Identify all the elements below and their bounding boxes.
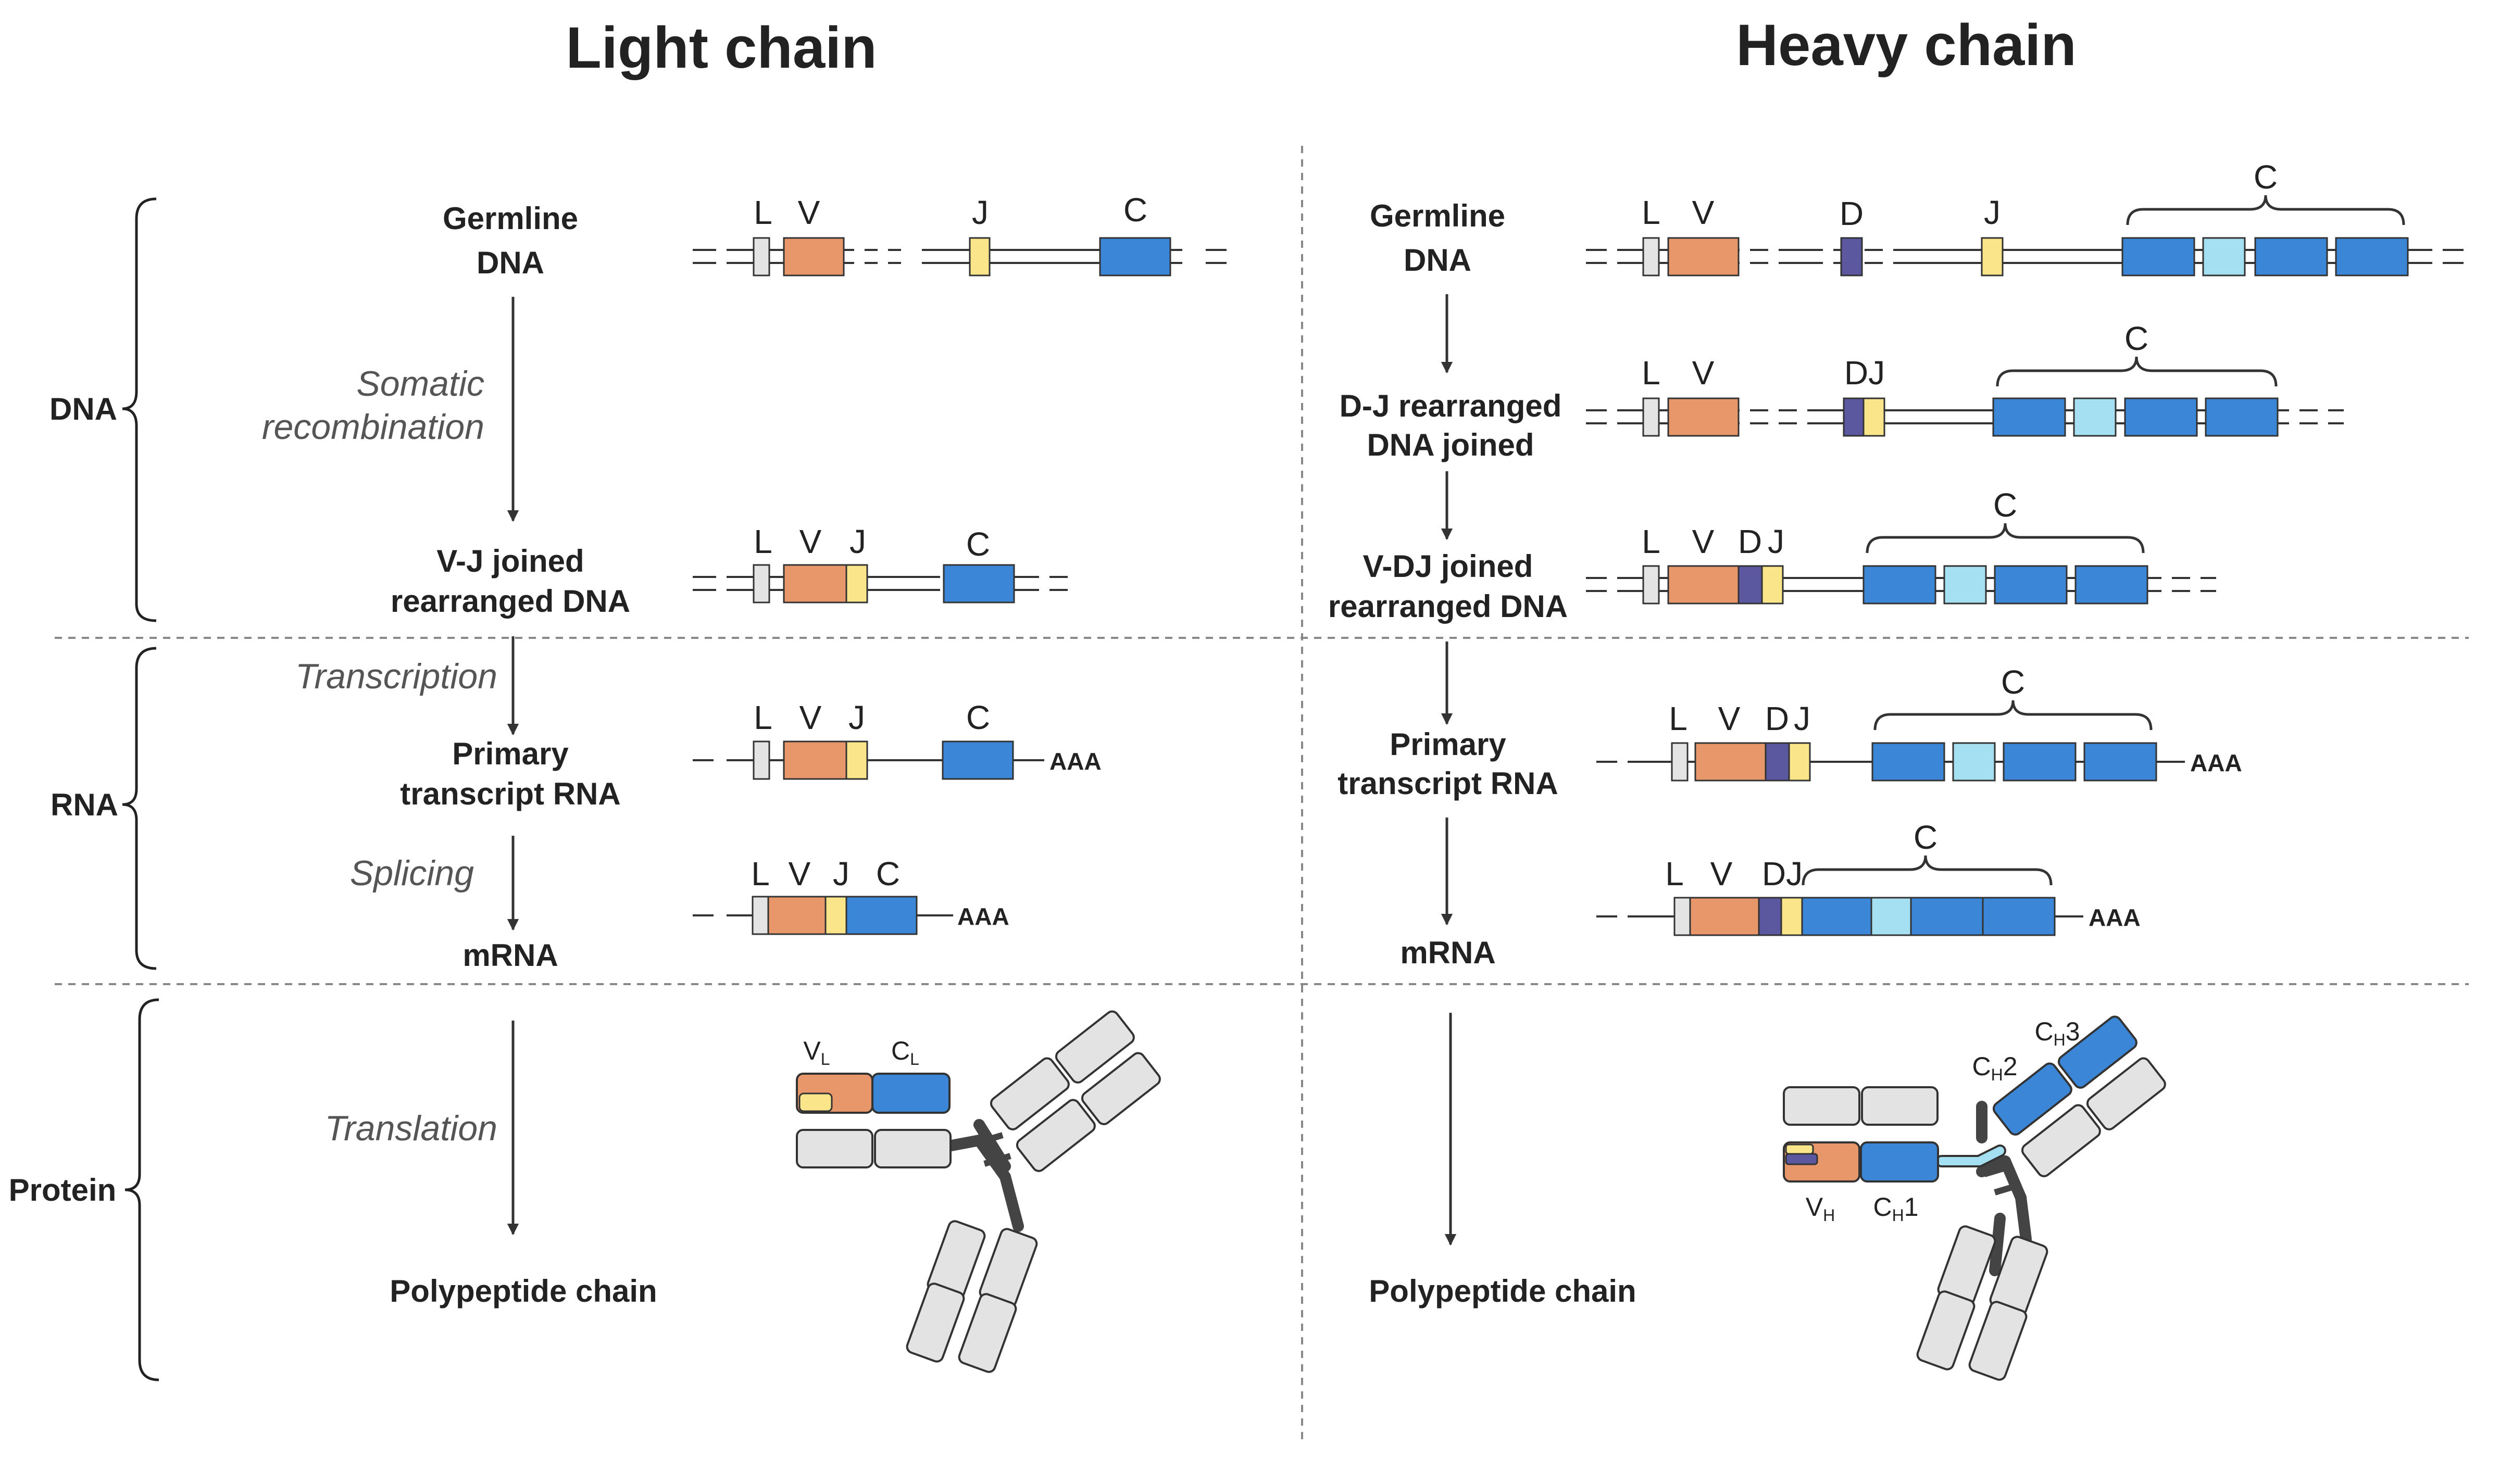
section-label-dna: DNA bbox=[49, 392, 117, 426]
heavy-polypeptide-label: Polypeptide chain bbox=[1369, 1274, 1636, 1309]
seg-label-C: C bbox=[1123, 191, 1147, 229]
poly-a-tail: AAA bbox=[2089, 904, 2141, 931]
poly-a-tail: AAA bbox=[2190, 749, 2242, 776]
seg-label-J: J bbox=[1984, 194, 2001, 231]
somatic-recombination-label: Somatic bbox=[356, 364, 484, 404]
seg-label-L: L bbox=[1665, 855, 1684, 892]
section-braces bbox=[122, 197, 159, 1381]
seg-label-DJ: DJ bbox=[1844, 354, 1885, 392]
dividers bbox=[55, 146, 2469, 1442]
section-label-rna: RNA bbox=[51, 787, 118, 822]
heavy-primary-transcript-label: Primary bbox=[1390, 727, 1506, 762]
heavy-dj-rearranged-dna: L V DJ C bbox=[1586, 320, 2344, 437]
seg-label-C: C bbox=[1993, 486, 2017, 524]
heavy-dj-label: D-J rearranged bbox=[1340, 388, 1562, 423]
seg-label-J: J bbox=[849, 523, 866, 560]
seg-label-J: J bbox=[1768, 523, 1784, 560]
seg-label-C: C bbox=[966, 699, 990, 736]
light-mrna: L V J C AAA bbox=[693, 855, 1009, 935]
seg-label-L: L bbox=[754, 194, 772, 231]
light-germline-label-2: DNA bbox=[477, 245, 544, 280]
poly-a-tail: AAA bbox=[1049, 748, 1102, 775]
seg-label-D: D bbox=[1840, 195, 1864, 232]
heavy-vdj-label: V-DJ joined bbox=[1363, 549, 1533, 584]
light-vj-joined-label: V-J joined bbox=[436, 544, 584, 578]
transcription-label: Transcription bbox=[295, 657, 497, 696]
domain-label-vl: VL bbox=[803, 1036, 830, 1068]
heavy-mrna-label: mRNA bbox=[1400, 935, 1495, 970]
seg-label-V: V bbox=[1718, 700, 1741, 737]
seg-label-V: V bbox=[799, 699, 822, 736]
seg-label-J: J bbox=[833, 855, 849, 892]
somatic-recombination-label-2: recombination bbox=[262, 407, 484, 447]
heavy-germline-label: Germline bbox=[1370, 198, 1505, 233]
seg-label-D: D bbox=[1738, 523, 1762, 560]
seg-label-L: L bbox=[1642, 523, 1660, 560]
domain-label-ch3: CH3 bbox=[2034, 1017, 2080, 1049]
heavy-vdj-joined-dna: L V D J C bbox=[1586, 486, 2216, 605]
heavy-mrna: L V DJ C AAA bbox=[1596, 819, 2141, 936]
seg-label-L: L bbox=[754, 699, 772, 736]
seg-label-L: L bbox=[754, 523, 772, 560]
seg-label-C: C bbox=[2254, 158, 2278, 196]
seg-label-V: V bbox=[1692, 523, 1715, 560]
seg-label-V: V bbox=[1692, 354, 1715, 392]
light-primary-transcript-rna: L V J C AAA bbox=[693, 699, 1102, 780]
light-polypeptide-label: Polypeptide chain bbox=[390, 1274, 657, 1309]
domain-label-ch1: CH1 bbox=[1873, 1192, 1918, 1225]
poly-a-tail: AAA bbox=[957, 903, 1009, 930]
section-label-protein: Protein bbox=[9, 1173, 117, 1208]
heavy-chain-title: Heavy chain bbox=[1736, 12, 2077, 78]
seg-label-C: C bbox=[1914, 819, 1938, 856]
seg-label-V: V bbox=[799, 523, 822, 560]
translation-label: Translation bbox=[325, 1109, 497, 1148]
seg-label-V: V bbox=[798, 194, 820, 231]
seg-label-V: V bbox=[1710, 855, 1733, 892]
seg-label-V: V bbox=[1692, 194, 1715, 231]
seg-label-L: L bbox=[1642, 194, 1660, 231]
heavy-primary-transcript-label-2: transcript RNA bbox=[1338, 766, 1558, 801]
seg-label-DJ: DJ bbox=[1762, 855, 1803, 892]
seg-label-C: C bbox=[876, 855, 900, 892]
splicing-label: Splicing bbox=[350, 853, 474, 893]
light-primary-transcript-label: Primary bbox=[452, 736, 569, 771]
seg-label-D: D bbox=[1765, 700, 1789, 737]
seg-label-C: C bbox=[2124, 320, 2148, 357]
light-primary-transcript-label-2: transcript RNA bbox=[400, 776, 620, 811]
heavy-vdj-label-2: rearranged DNA bbox=[1328, 589, 1568, 624]
light-chain-title: Light chain bbox=[566, 15, 877, 80]
light-vj-joined-label-2: rearranged DNA bbox=[391, 584, 630, 619]
heavy-flow-arrows bbox=[1441, 294, 1457, 1246]
heavy-germline-dna: L V D J C bbox=[1586, 158, 2464, 276]
light-germline-label: Germline bbox=[443, 201, 578, 236]
seg-label-J: J bbox=[848, 699, 865, 736]
seg-label-L: L bbox=[1642, 354, 1660, 392]
seg-label-C: C bbox=[966, 525, 990, 563]
light-vj-joined-dna: L V J C bbox=[693, 523, 1068, 603]
seg-label-L: L bbox=[1669, 700, 1688, 737]
seg-label-V: V bbox=[789, 855, 811, 892]
heavy-germline-label-2: DNA bbox=[1404, 243, 1471, 278]
seg-label-C: C bbox=[2001, 663, 2025, 701]
seg-label-J: J bbox=[1794, 700, 1810, 737]
seg-label-L: L bbox=[751, 855, 770, 892]
domain-label-vh: VH bbox=[1806, 1192, 1835, 1225]
heavy-antibody-illustration: VH CH1 CH2 CH3 bbox=[1783, 1015, 2166, 1381]
light-germline-dna: L V J C bbox=[693, 191, 1227, 276]
light-mrna-label: mRNA bbox=[463, 938, 558, 973]
light-antibody-illustration: VL CL bbox=[796, 1010, 1161, 1373]
domain-label-ch2: CH2 bbox=[1972, 1052, 2017, 1084]
seg-label-J: J bbox=[972, 194, 989, 231]
heavy-primary-transcript-rna: L V D J C AAA bbox=[1596, 663, 2242, 782]
heavy-dj-label-2: DNA joined bbox=[1367, 427, 1534, 462]
domain-label-cl: CL bbox=[891, 1036, 919, 1068]
